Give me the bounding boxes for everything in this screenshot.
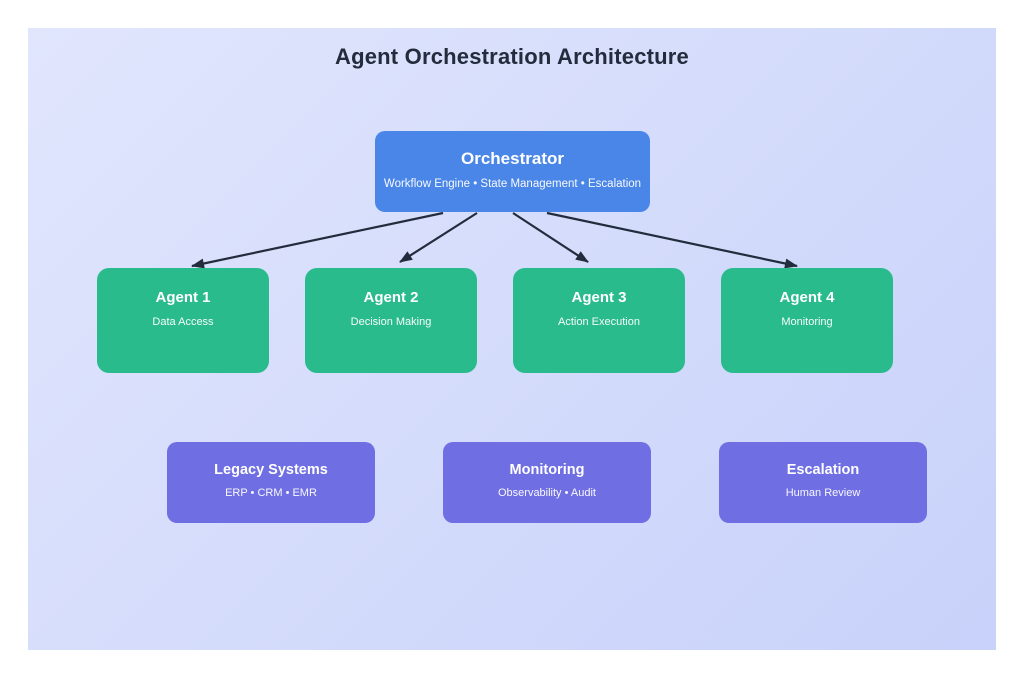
agent-3-title: Agent 3 [571, 289, 627, 306]
node-orchestrator: Orchestrator Workflow Engine • State Man… [375, 131, 650, 212]
agent-2-title: Agent 2 [363, 289, 419, 306]
legacy-systems-subtitle: ERP • CRM • EMR [225, 487, 317, 499]
agent-1-title: Agent 1 [155, 289, 211, 306]
node-agent-1: Agent 1 Data Access [97, 268, 269, 373]
node-agent-4: Agent 4 Monitoring [721, 268, 893, 373]
node-agent-3: Agent 3 Action Execution [513, 268, 685, 373]
orchestrator-subtitle: Workflow Engine • State Management • Esc… [383, 178, 642, 190]
escalation-title: Escalation [786, 462, 860, 478]
legacy-systems-title: Legacy Systems [214, 462, 328, 478]
node-monitoring: Monitoring Observability • Audit [443, 442, 651, 523]
agent-1-subtitle: Data Access [152, 316, 214, 328]
diagram-title: Agent Orchestration Architecture [335, 44, 689, 69]
node-escalation: Escalation Human Review [719, 442, 927, 523]
escalation-subtitle: Human Review [785, 487, 861, 499]
agent-4-subtitle: Monitoring [781, 316, 833, 328]
agent-3-subtitle: Action Execution [558, 316, 640, 328]
node-agent-2: Agent 2 Decision Making [305, 268, 477, 373]
agent-4-title: Agent 4 [779, 289, 835, 306]
monitoring-title: Monitoring [509, 462, 585, 478]
monitoring-subtitle: Observability • Audit [497, 487, 596, 499]
agent-2-subtitle: Decision Making [350, 316, 432, 328]
node-legacy-systems: Legacy Systems ERP • CRM • EMR [167, 442, 375, 523]
orchestrator-title: Orchestrator [461, 149, 564, 168]
